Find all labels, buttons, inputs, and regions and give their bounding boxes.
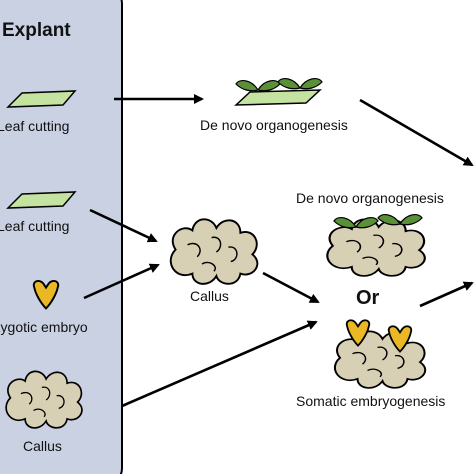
leaf-cutting-icon <box>6 191 77 209</box>
arrow-or-to-result <box>419 281 474 308</box>
explant-label-callus: Callus <box>23 438 62 454</box>
explant-panel <box>0 0 123 474</box>
explant-title: Explant <box>2 20 71 41</box>
arrow-callus-explant-to-outcomes <box>121 320 318 408</box>
stage-label-denovo-right: De novo organogenesis <box>296 190 444 206</box>
explant-label-embryo: Zygotic embryo <box>0 319 88 335</box>
stage-label-somatic: Somatic embryogenesis <box>296 393 445 409</box>
explant-label-leaf-1: Leaf cutting <box>0 118 69 134</box>
denovo-organogenesis-top-icon <box>234 78 323 106</box>
denovo-organogenesis-callus-icon <box>326 214 426 277</box>
or-label: Or <box>356 287 380 309</box>
somatic-embryogenesis-icon <box>333 319 427 389</box>
callus-mid-icon <box>169 218 259 285</box>
arrow-callus-to-outcomes <box>262 271 320 304</box>
explant-label-leaf-2: Leaf cutting <box>0 218 69 234</box>
arrows <box>83 94 474 408</box>
arrow-embryo-to-callus <box>83 263 160 300</box>
arrow-denovo-to-result <box>359 98 474 167</box>
stage-label-denovo-top: De novo organogenesis <box>200 117 348 133</box>
arrow-leaf-to-callus <box>89 208 158 243</box>
leaf-cutting-icon <box>6 90 77 108</box>
stage-label-callus: Callus <box>190 288 229 304</box>
